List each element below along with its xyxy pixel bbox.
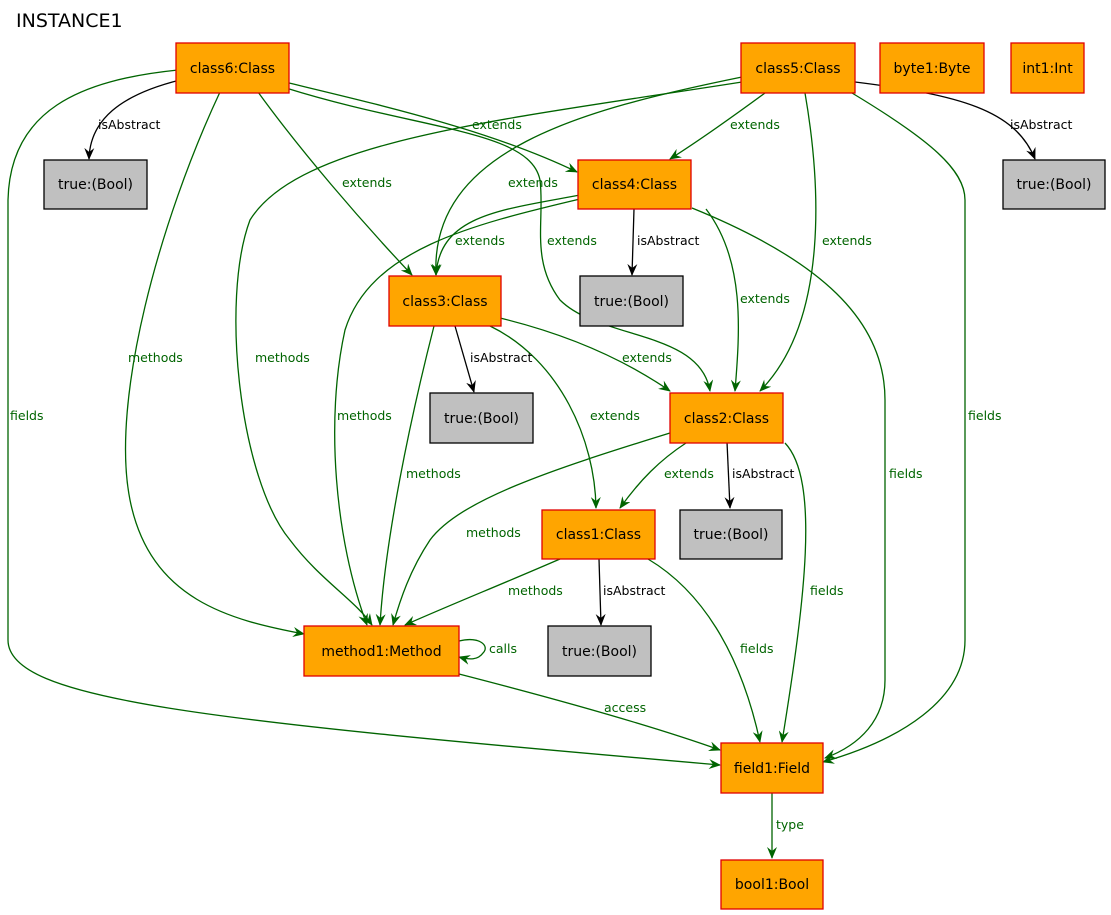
node-class4[interactable]: class4:Class — [577, 159, 692, 210]
edge-class3-extends-class2 — [499, 317, 671, 392]
edge-class5-extends-class2 — [759, 92, 817, 392]
label-class2-isabstract: isAbstract — [732, 466, 795, 481]
node-int1[interactable]: int1:Int — [1010, 42, 1085, 94]
edge-class6-extends-class2 — [285, 87, 714, 392]
edge-class1-methods-method1 — [404, 558, 561, 626]
edge-class4-extends-class2 — [705, 208, 741, 392]
node-bool1[interactable]: bool1:Bool — [720, 859, 824, 910]
label-class5-extends-class3: extends — [508, 175, 558, 190]
edge-class6-extends-class3 — [257, 91, 413, 276]
edge-class3-extends-class1 — [489, 325, 601, 509]
label-class4-fields: fields — [889, 466, 922, 481]
edge-class6-extends-class4 — [288, 82, 578, 173]
node-true-class2-label: true:(Bool) — [694, 527, 769, 543]
label-method1-access: access — [604, 700, 646, 715]
label-class6-fields: fields — [10, 408, 43, 423]
edge-method1-calls-method1 — [458, 639, 486, 665]
edge-class4-methods-method1 — [334, 198, 581, 626]
node-field1-label: field1:Field — [734, 761, 810, 777]
node-true-class5-label: true:(Bool) — [1017, 177, 1092, 193]
label-class3-methods: methods — [406, 466, 461, 481]
node-class2[interactable]: class2:Class — [669, 392, 784, 444]
node-method1-label: method1:Method — [321, 644, 441, 660]
label-class5-extends-class4: extends — [730, 117, 780, 132]
edge-class6-methods-method1 — [124, 91, 305, 637]
node-bool1-label: bool1:Bool — [735, 877, 809, 893]
node-true-class1[interactable]: true:(Bool) — [547, 625, 652, 677]
label-class5-isabstract: isAbstract — [1010, 117, 1073, 132]
node-class1-label: class1:Class — [556, 527, 641, 543]
edge-method1-access-field1 — [458, 673, 721, 752]
node-class1[interactable]: class1:Class — [541, 509, 656, 560]
node-class4-label: class4:Class — [592, 177, 677, 193]
label-class4-extends-class2: extends — [740, 291, 790, 306]
label-class6-methods: methods — [128, 350, 183, 365]
label-field1-type: type — [776, 817, 804, 832]
label-class5-extends-class2: extends — [822, 233, 872, 248]
label-class4-methods: methods — [337, 408, 392, 423]
edge-class6-fields-field1 — [7, 69, 721, 770]
node-class6[interactable]: class6:Class — [175, 42, 290, 94]
node-true-class3[interactable]: true:(Bool) — [429, 392, 534, 444]
edge-class3-methods-method1 — [375, 325, 435, 626]
label-class3-extends-class2: extends — [622, 350, 672, 365]
node-true-class4-label: true:(Bool) — [594, 294, 669, 310]
edge-class5-extends-class3 — [430, 76, 743, 276]
label-class1-fields: fields — [740, 641, 773, 656]
node-byte1[interactable]: byte1:Byte — [879, 42, 985, 94]
node-class2-label: class2:Class — [684, 411, 769, 427]
edge-class2-fields-field1 — [778, 442, 807, 743]
label-class1-methods: methods — [508, 583, 563, 598]
node-method1[interactable]: method1:Method — [303, 625, 460, 677]
edge-class1-isabstract — [595, 558, 606, 626]
label-class2-methods: methods — [466, 525, 521, 540]
edge-class4-fields-field1 — [691, 207, 886, 759]
edge-class5-fields-field1 — [822, 92, 966, 764]
node-true-class5[interactable]: true:(Bool) — [1002, 159, 1106, 210]
node-true-class6-label: true:(Bool) — [58, 177, 133, 193]
label-class3-extends-class1: extends — [590, 408, 640, 423]
label-class6-isabstract: isAbstract — [98, 117, 161, 132]
node-class3-label: class3:Class — [402, 294, 487, 310]
label-class6-extends-class3: extends — [342, 175, 392, 190]
label-class4-extends-class3: extends — [455, 233, 505, 248]
node-class6-label: class6:Class — [190, 61, 275, 77]
label-class2-extends-class1: extends — [664, 466, 714, 481]
edge-class6-isabstract — [84, 79, 181, 160]
label-method1-calls: calls — [489, 641, 517, 656]
edge-class2-extends-class1 — [619, 442, 687, 509]
edge-class5-extends-class4 — [669, 92, 766, 160]
node-class3[interactable]: class3:Class — [388, 275, 502, 327]
edge-class4-extends-class3 — [431, 194, 581, 276]
node-byte1-label: byte1:Byte — [894, 61, 971, 77]
node-class5-label: class5:Class — [755, 61, 840, 77]
edge-class4-isabstract — [627, 208, 638, 276]
label-class3-isabstract: isAbstract — [470, 350, 533, 365]
label-class6-extends-class2: extends — [547, 233, 597, 248]
node-field1[interactable]: field1:Field — [720, 742, 824, 794]
node-true-class6[interactable]: true:(Bool) — [43, 159, 148, 210]
label-class1-isabstract: isAbstract — [603, 583, 666, 598]
node-int1-label: int1:Int — [1022, 61, 1073, 77]
edge-class2-methods-method1 — [391, 432, 671, 626]
node-true-class4[interactable]: true:(Bool) — [579, 275, 684, 327]
edge-class3-isabstract — [454, 325, 476, 393]
label-class2-fields: fields — [810, 583, 843, 598]
label-class5-fields: fields — [968, 408, 1001, 423]
diagram-title: INSTANCE1 — [16, 10, 123, 32]
edge-class2-isabstract — [724, 441, 735, 509]
edge-class1-fields-field1 — [647, 558, 763, 743]
label-class5-methods: methods — [255, 350, 310, 365]
node-true-class1-label: true:(Bool) — [562, 644, 637, 660]
label-class6-extends-class4: extends — [472, 117, 522, 132]
edge-class5-methods-method1 — [235, 81, 743, 626]
label-class4-isabstract: isAbstract — [637, 233, 700, 248]
node-true-class3-label: true:(Bool) — [444, 411, 519, 427]
node-class5[interactable]: class5:Class — [740, 42, 856, 94]
node-true-class2[interactable]: true:(Bool) — [679, 509, 783, 560]
